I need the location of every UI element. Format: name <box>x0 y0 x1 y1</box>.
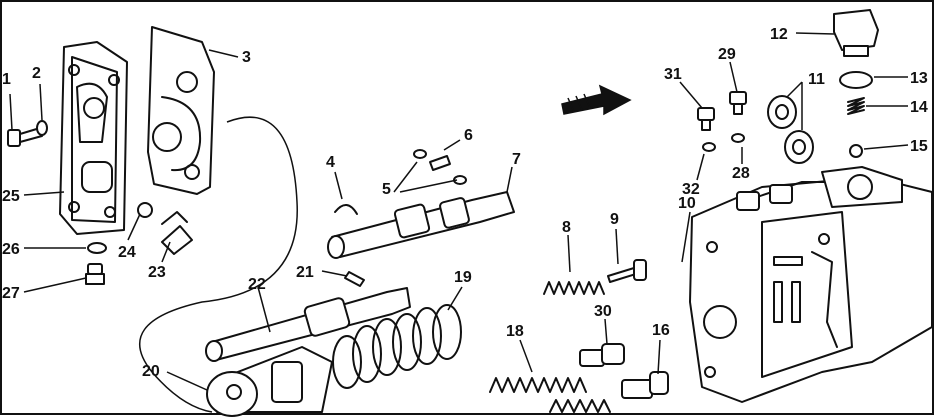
callout-3: 3 <box>242 49 251 66</box>
callout-13: 13 <box>910 70 928 87</box>
callout-11: 11 <box>808 71 825 88</box>
gasket <box>147 26 215 195</box>
callout-21: 21 <box>296 264 314 281</box>
valve-body <box>689 166 933 403</box>
housing-20 <box>206 346 333 417</box>
cover-plate <box>59 41 128 235</box>
cap-12 <box>833 9 879 57</box>
ball-15 <box>849 144 863 158</box>
callout-19: 19 <box>454 269 472 286</box>
plunger-30 <box>579 343 625 367</box>
screw-23 <box>161 211 193 255</box>
callout-22: 22 <box>248 276 266 293</box>
callout-7: 7 <box>512 151 521 168</box>
leader-lines <box>9 32 909 391</box>
callout-26: 26 <box>2 241 20 258</box>
spring-14 <box>847 97 865 115</box>
callout-31: 31 <box>664 66 682 83</box>
plug-27 <box>85 263 105 285</box>
callout-23: 23 <box>148 264 166 281</box>
callout-5: 5 <box>382 181 391 198</box>
bearing-11 <box>767 95 814 164</box>
plunger-16 <box>621 371 669 399</box>
spool-valve <box>327 191 515 259</box>
callout-14: 14 <box>910 99 928 116</box>
callout-15: 15 <box>910 138 928 155</box>
callout-25: 25 <box>2 188 20 205</box>
spring-18 <box>489 377 587 393</box>
callout-30: 30 <box>594 303 612 320</box>
clip-4 <box>334 204 358 215</box>
callout-labels: 1 2 3 4 5 6 7 8 9 10 11 12 13 14 15 16 1… <box>2 26 928 380</box>
spring-19 <box>332 304 462 389</box>
callout-6: 6 <box>464 127 473 144</box>
callout-24: 24 <box>118 244 136 261</box>
callout-29: 29 <box>718 46 736 63</box>
callout-18: 18 <box>506 323 524 340</box>
washer-24 <box>137 202 153 218</box>
pin-21 <box>344 271 365 287</box>
callout-8: 8 <box>562 219 571 236</box>
callout-27: 27 <box>2 285 20 302</box>
washer-32 <box>702 142 716 152</box>
callout-9: 9 <box>610 211 619 228</box>
callout-28: 28 <box>732 165 750 182</box>
callout-16: 16 <box>652 322 670 339</box>
callout-32: 32 <box>682 181 700 198</box>
spring-8 <box>543 281 605 295</box>
piston-22 <box>205 287 411 362</box>
callout-12: 12 <box>770 26 788 43</box>
callout-20: 20 <box>142 363 160 380</box>
pin-6 <box>413 149 467 185</box>
ring-13 <box>839 71 873 89</box>
callout-10: 10 <box>678 195 696 212</box>
washer-28 <box>731 133 745 143</box>
direction-arrow-icon <box>561 84 632 116</box>
bolt-29 <box>729 91 747 115</box>
callout-4: 4 <box>326 154 335 171</box>
washer-2 <box>36 120 48 136</box>
bolt-31 <box>697 107 715 131</box>
callout-1: 1 <box>2 71 11 88</box>
o-ring-26 <box>87 242 107 254</box>
connection-line <box>139 116 298 413</box>
spring-bottom <box>549 399 611 413</box>
callout-2: 2 <box>32 65 41 82</box>
bolt-9 <box>607 259 647 283</box>
